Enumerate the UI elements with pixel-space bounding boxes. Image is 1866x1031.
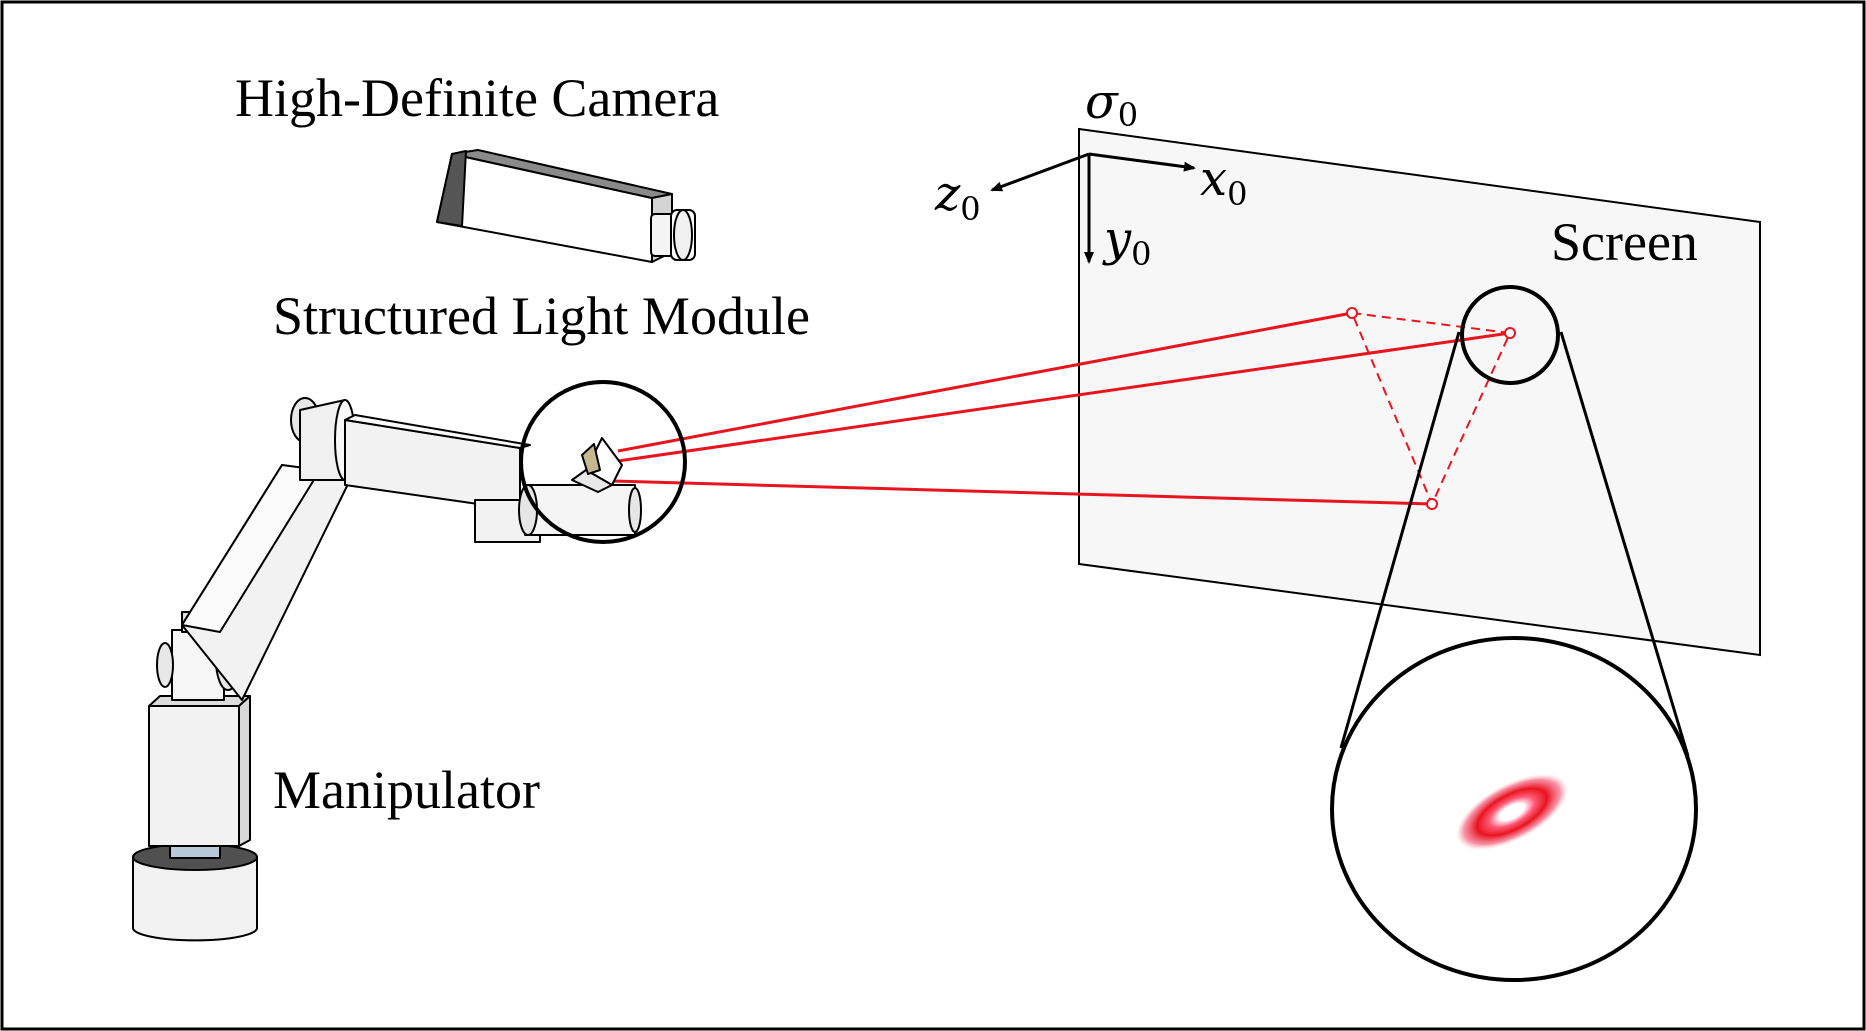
manipulator-robot	[132, 397, 642, 942]
laser-point-2	[1504, 327, 1516, 339]
zoom-callout	[1330, 285, 1698, 982]
structured-light-circle	[519, 380, 687, 544]
laser-beam-3	[611, 479, 1433, 506]
screen-label: Screen	[1551, 212, 1698, 272]
laser-spot	[1455, 773, 1569, 851]
laser-point-1	[1346, 307, 1358, 319]
z-axis-arrow	[990, 152, 1090, 192]
manipulator-label: Manipulator	[273, 760, 540, 820]
laser-beam-1	[617, 311, 1353, 453]
structured-light-label: Structured Light Module	[273, 286, 810, 346]
z-axis-label: z0	[934, 166, 981, 228]
screen-plane	[1078, 127, 1761, 657]
zoom-line-left	[1339, 331, 1461, 749]
laser-dashed-triangle	[1350, 311, 1512, 507]
laser-point-3	[1426, 498, 1438, 510]
x-axis-label: x0	[1200, 151, 1247, 213]
coordinate-frame	[990, 152, 1196, 264]
x-axis-arrow	[1088, 152, 1196, 172]
laser-beams	[611, 311, 1511, 506]
plane-sigma-label: σ0	[1085, 74, 1138, 134]
laser-beam-2	[617, 331, 1511, 463]
camera-icon	[436, 149, 696, 263]
camera-label: High-Definite Camera	[235, 68, 719, 128]
y-axis-label: y0	[1102, 211, 1151, 273]
zoom-source-circle	[1460, 285, 1560, 385]
zoom-line-right	[1559, 331, 1690, 757]
